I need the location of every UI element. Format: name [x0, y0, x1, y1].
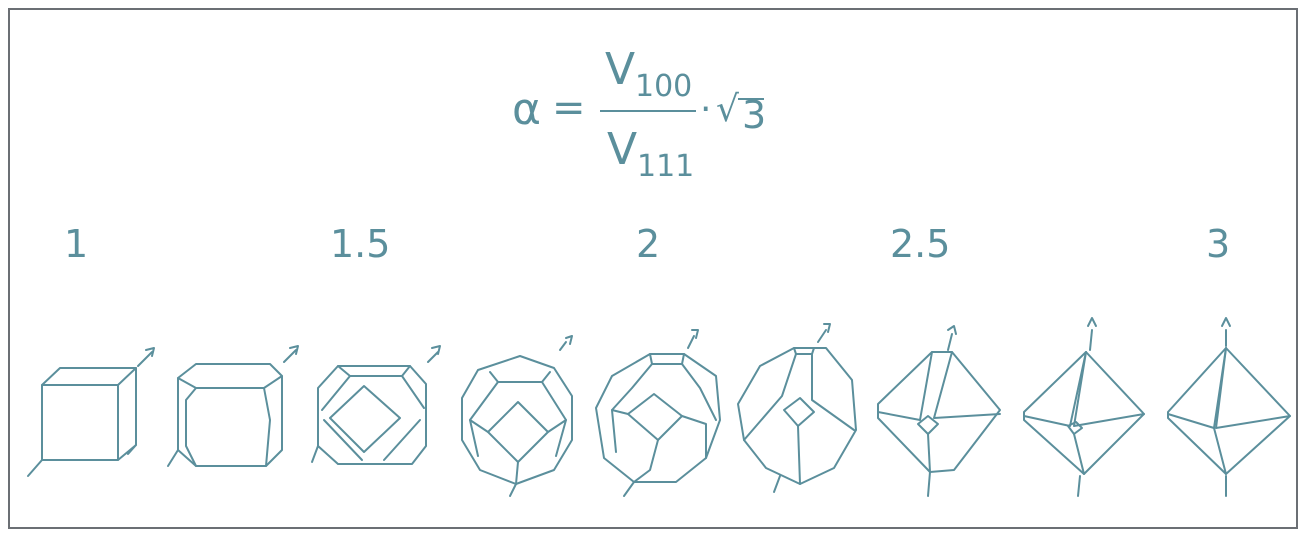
- label-1-5: 1.5: [330, 222, 391, 266]
- formula-numerator-v: V: [605, 44, 636, 95]
- crystal-shape-4: [461, 335, 573, 497]
- crystal-shape-cube: [27, 347, 155, 477]
- formula-sqrt: √: [716, 89, 739, 130]
- formula-numerator-sub: 100: [635, 69, 693, 104]
- fraction-bar: [600, 110, 696, 112]
- crystal-shape-7: [877, 325, 1001, 497]
- label-1: 1: [64, 222, 89, 266]
- formula-dot: ·: [700, 89, 712, 130]
- formula-equals: =: [552, 85, 586, 131]
- diagram-frame: [8, 8, 1298, 529]
- label-2: 2: [636, 222, 661, 266]
- label-2-5: 2.5: [890, 222, 951, 266]
- crystal-shape-3: [311, 345, 441, 465]
- crystal-shape-2: [167, 345, 299, 467]
- crystal-shape-8: [1023, 317, 1145, 497]
- label-3: 3: [1206, 222, 1231, 266]
- formula-denominator-sub: 111: [637, 149, 695, 184]
- crystal-shape-6: [737, 323, 857, 493]
- formula: α = V 100 V 111 · √ 3: [0, 0, 1308, 200]
- crystal-shape-octahedron: [1167, 317, 1291, 497]
- formula-sqrt-arg: 3: [742, 93, 767, 137]
- sqrt-vinculum: [738, 98, 764, 100]
- formula-denominator-v: V: [607, 124, 638, 175]
- crystal-shape-5: [595, 329, 721, 497]
- formula-alpha: α: [512, 84, 542, 135]
